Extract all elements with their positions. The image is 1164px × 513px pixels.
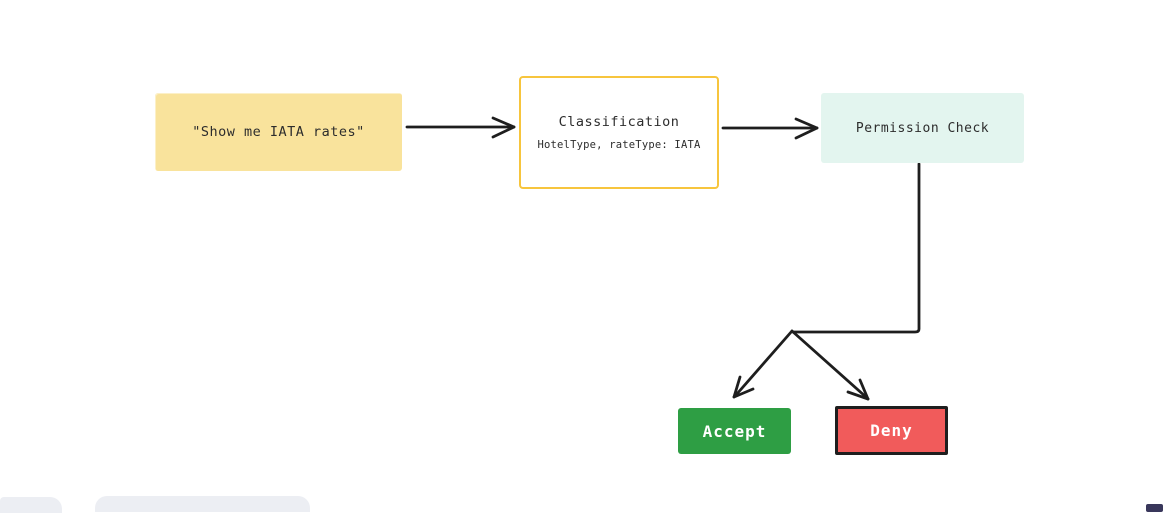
node-user-query-label: "Show me IATA rates" xyxy=(192,124,365,140)
node-deny-label: Deny xyxy=(870,421,913,440)
node-accept-label: Accept xyxy=(702,421,767,441)
bottom-left-panel-stub[interactable] xyxy=(0,497,62,513)
arrow-classification-to-permission[interactable] xyxy=(721,117,819,140)
bottom-toolbar-stub[interactable] xyxy=(95,496,310,512)
arrow-branch-to-deny[interactable] xyxy=(790,329,870,401)
node-classification-title: Classification xyxy=(558,114,680,130)
node-classification-subtitle: HotelType, rateType: IATA xyxy=(537,139,701,151)
arrow-branch-to-accept[interactable] xyxy=(732,329,794,399)
node-permission-check-label: Permission Check xyxy=(855,120,990,136)
watermark-stub[interactable] xyxy=(1146,504,1163,512)
node-user-query[interactable]: "Show me IATA rates" xyxy=(155,93,402,171)
connector-permission-elbow[interactable] xyxy=(791,162,921,334)
node-accept[interactable]: Accept xyxy=(678,408,791,454)
node-deny[interactable]: Deny xyxy=(835,406,948,455)
node-permission-check[interactable]: Permission Check xyxy=(821,93,1024,163)
node-classification[interactable]: Classification HotelType, rateType: IATA xyxy=(519,76,719,189)
arrow-query-to-classification[interactable] xyxy=(405,116,516,139)
